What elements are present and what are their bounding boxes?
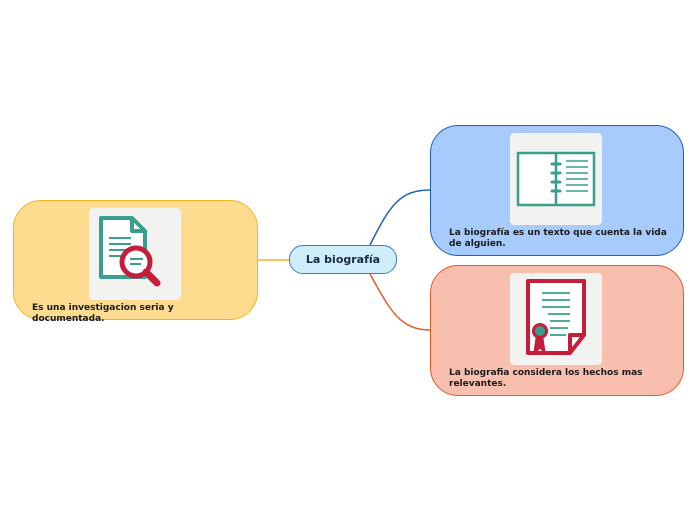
topic-card-right-top[interactable]: La biografía es un texto que cuenta la v… [430,125,684,256]
central-topic-label: La biografía [305,253,381,266]
certificate-icon [526,279,586,355]
document-search-icon-tile [89,208,181,300]
topic-card-right-top-text: La biografía es un texto que cuenta la v… [449,228,667,249]
topic-card-left[interactable]: Es una investigacion seria y documentada… [13,200,258,324]
open-book-icon-tile [510,133,602,225]
central-topic[interactable]: La biografía [289,245,397,274]
topic-card-left-text: Es una investigacion seria y documentada… [32,303,174,324]
connector-right-top [369,189,431,246]
document-search-icon [99,216,161,287]
open-book-icon [516,151,596,207]
connector-right-bottom [369,273,431,331]
certificate-icon-tile [510,273,602,365]
topic-card-right-bottom[interactable]: La biografia considera los hechos mas re… [430,265,684,396]
topic-card-right-bottom-text: La biografia considera los hechos mas re… [449,368,643,389]
